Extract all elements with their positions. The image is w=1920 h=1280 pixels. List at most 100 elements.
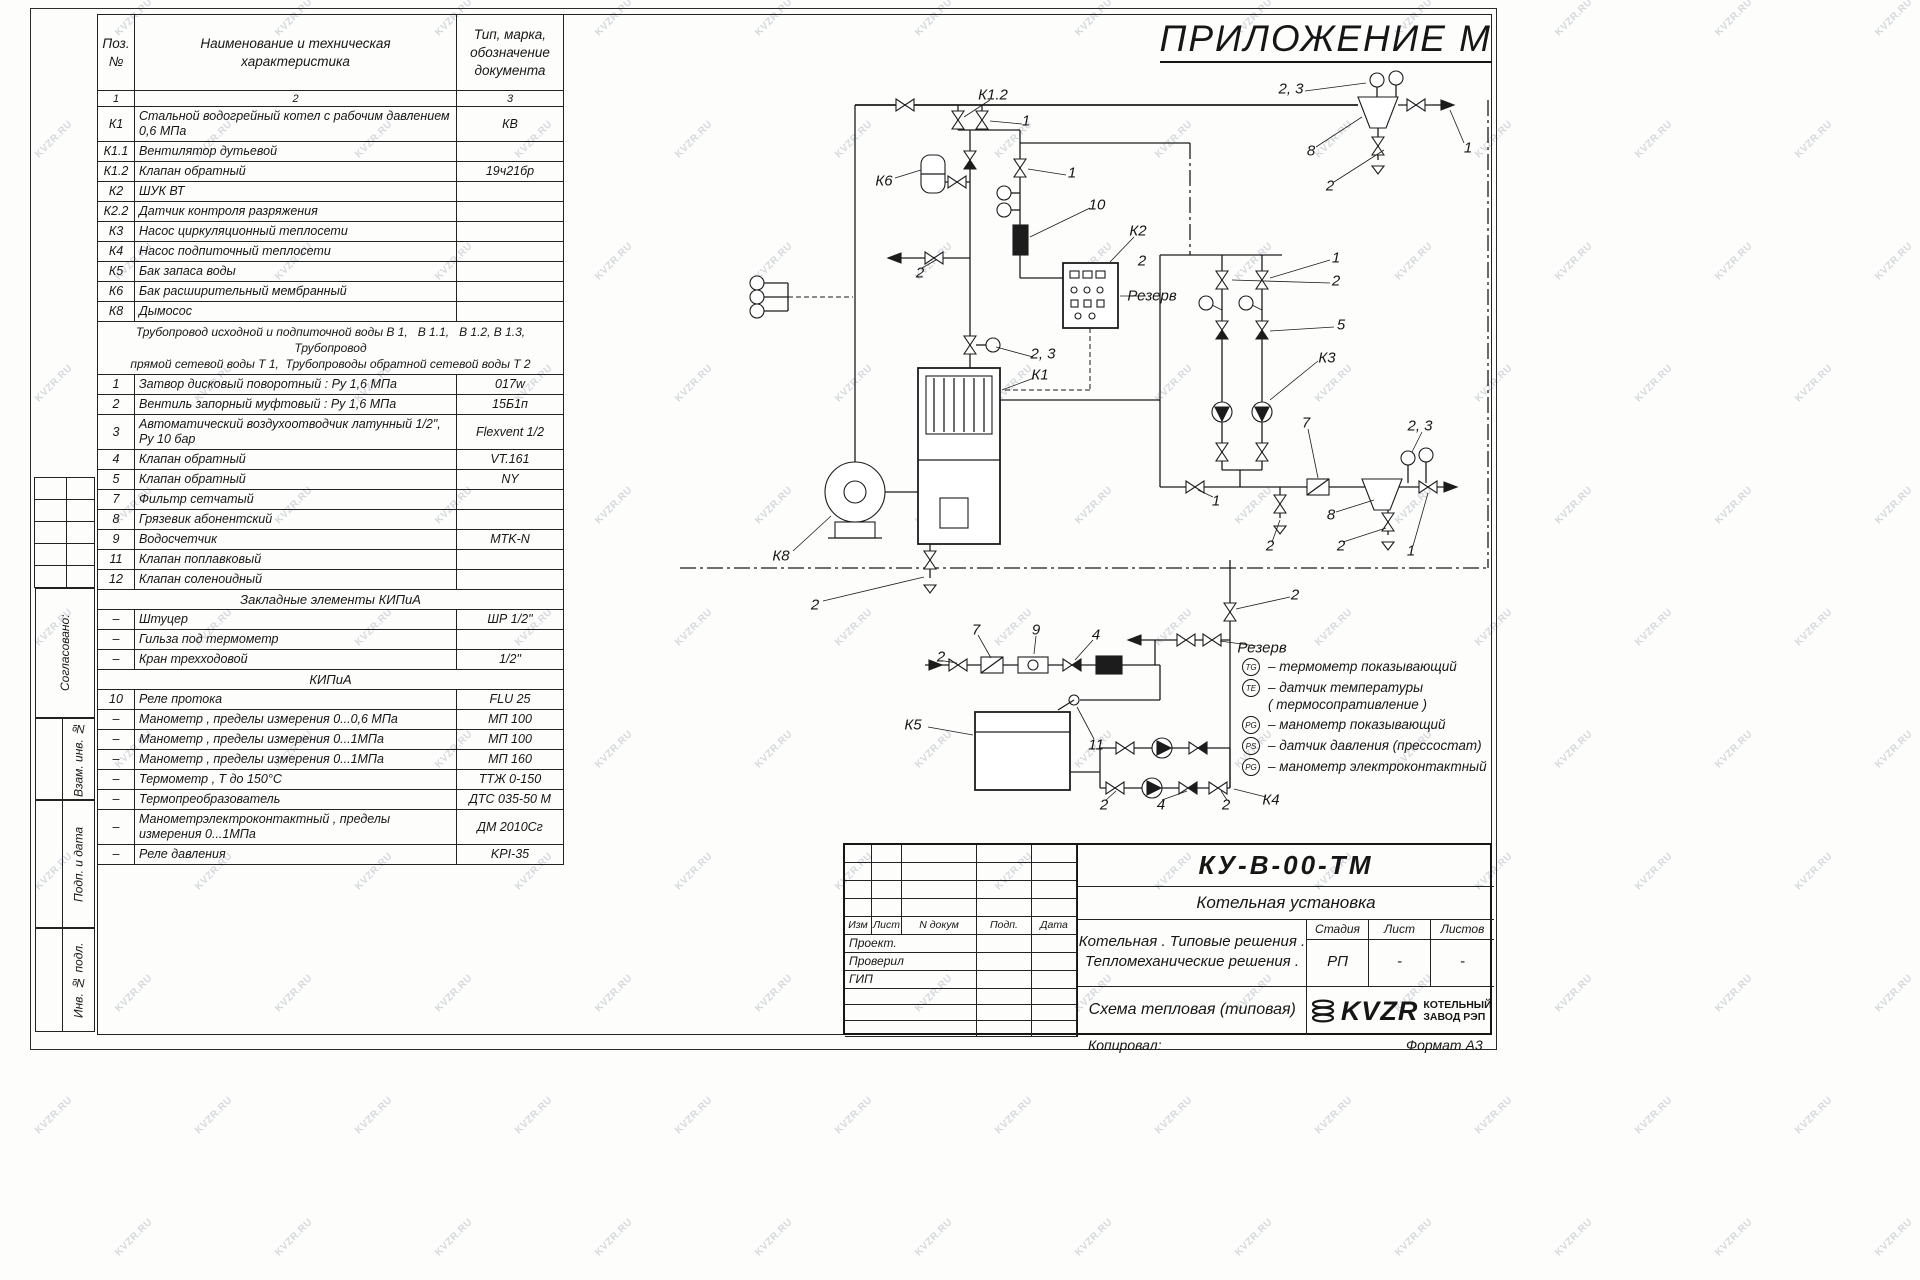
pipes-note-row: Трубопровод исходной и подпиточной воды … bbox=[97, 321, 564, 375]
water-meter-9 bbox=[1017, 656, 1049, 674]
legend-item: TE – датчик температуры ( термосопративл… bbox=[1242, 679, 1498, 713]
legend-text: – датчик температуры bbox=[1268, 680, 1424, 695]
sheet-border bbox=[30, 8, 1497, 1050]
diagram-label: 8 bbox=[1326, 506, 1336, 524]
legend-item: TG – термометр показывающий bbox=[1242, 658, 1498, 676]
diagram-label: 10 bbox=[1088, 196, 1106, 214]
table-row: – Термометр , Т до 150°С ТТЖ 0-150 bbox=[97, 769, 564, 790]
table-row: – Реле давления KPI-35 bbox=[97, 844, 564, 865]
spec-rows-kipia: 10 Реле протока FLU 25 – Манометр , пред… bbox=[97, 689, 564, 865]
diagram-label: 7 bbox=[971, 621, 981, 639]
role-rows: Проект. Проверил ГИП bbox=[845, 935, 1077, 989]
diagram-label: 2 bbox=[915, 264, 925, 282]
diagram-label: 4 bbox=[1156, 796, 1166, 814]
table-row: К5 Бак запаса воды bbox=[97, 261, 564, 282]
spec-rows-embedded: – Штуцер ШР 1/2" – Гильза под термометр … bbox=[97, 609, 564, 670]
table-row: К8 Дымосос bbox=[97, 301, 564, 322]
footer-copied: Копировал: bbox=[1088, 1037, 1162, 1053]
spec-table: Поз. № Наименование и техническая характ… bbox=[97, 14, 564, 865]
diagram-label: 1 bbox=[1406, 542, 1416, 560]
table-row: – Кран трехходовой 1/2" bbox=[97, 649, 564, 670]
pipes-note: Трубопровод исходной и подпиточной воды … bbox=[97, 321, 564, 375]
diagram-label: К8 bbox=[772, 547, 790, 565]
appendix-heading-wrap: ПРИЛОЖЕНИЕ М bbox=[1100, 18, 1492, 63]
role-label: Проверил bbox=[845, 953, 977, 971]
instrument-circle-icon: PG bbox=[1242, 758, 1260, 776]
revision-column-label: Подп. bbox=[977, 917, 1032, 935]
legend-item: PG – манометр показывающий bbox=[1242, 716, 1498, 734]
revision-column-label: Дата bbox=[1032, 917, 1077, 935]
diagram-label: 1 bbox=[1331, 249, 1341, 267]
stamp-podp-data: Подп. и дата bbox=[35, 800, 95, 928]
appendix-title: ПРИЛОЖЕНИЕ М bbox=[1159, 18, 1492, 63]
sheets-label: Листов bbox=[1431, 920, 1494, 940]
object-name: Котельная установка bbox=[1078, 887, 1494, 920]
spec-rows-fittings: 1 Затвор дисковый поворотный : Ру 1,6 МП… bbox=[97, 374, 564, 590]
sheet-label: Лист bbox=[1369, 920, 1431, 940]
boiler-k1 bbox=[917, 367, 1001, 545]
instrument-circle-icon: PS bbox=[1242, 737, 1260, 755]
flue-fan-k8 bbox=[824, 461, 918, 539]
leader-lines bbox=[792, 82, 1465, 801]
table-row: 1 Затвор дисковый поворотный : Ру 1,6 МП… bbox=[97, 374, 564, 395]
project-description: Котельная . Типовые решения . Тепломехан… bbox=[1078, 920, 1307, 986]
spec-header-type: Тип, марка, обозначение документа bbox=[456, 14, 564, 91]
diagram-label: 9 bbox=[1031, 621, 1041, 639]
diagram-label: К1.2 bbox=[978, 86, 1008, 104]
diagram-label: 2 bbox=[1221, 796, 1231, 814]
table-row: – Манометр , пределы измерения 0...0,6 М… bbox=[97, 709, 564, 730]
diagram-label: К2 bbox=[1129, 222, 1147, 240]
document-code: КУ-В-00-ТМ bbox=[1078, 845, 1494, 887]
legend-text-line2: ( термосопративление ) bbox=[1268, 697, 1427, 712]
table-row: 9 Водосчетчик MTK-N bbox=[97, 529, 564, 550]
table-row: 7 Фильтр сетчатый bbox=[97, 489, 564, 510]
diagram-label: К3 bbox=[1318, 349, 1336, 367]
diagram-label: 1 bbox=[1067, 164, 1077, 182]
table-row: К1.1 Вентилятор дутьевой bbox=[97, 141, 564, 162]
role-row: ГИП bbox=[845, 971, 1077, 989]
instrument-circle-icon: TG bbox=[1242, 658, 1260, 676]
diagram-label: 2 bbox=[1099, 796, 1109, 814]
table-row: К6 Бак расширительный мембранный bbox=[97, 281, 564, 302]
legend-text: – термометр показывающий bbox=[1268, 659, 1457, 674]
stage-value: РП bbox=[1307, 940, 1369, 986]
legend-text: – манометр показывающий bbox=[1268, 717, 1446, 732]
diagram-label: 2 bbox=[1331, 272, 1341, 290]
stage-grid: Стадия Лист Листов РП - - bbox=[1307, 920, 1494, 986]
stage-label: Стадия bbox=[1307, 920, 1369, 940]
instrument-circle-icon: TE bbox=[1242, 679, 1260, 697]
stamp-inv-podl: Инв. № подл. bbox=[35, 928, 95, 1032]
diagram-label: К1 bbox=[1031, 366, 1049, 384]
section-embedded-kipia: Закладные элементы КИПиА bbox=[97, 589, 564, 610]
diagram-label: 2 bbox=[1137, 252, 1147, 270]
revision-column-label: N докум bbox=[902, 917, 977, 935]
diagram-label: Резерв bbox=[1127, 287, 1177, 305]
diagram-label: К4 bbox=[1262, 791, 1280, 809]
spec-header-row: Поз. № Наименование и техническая характ… bbox=[97, 14, 564, 91]
diagram-label: К6 bbox=[875, 172, 893, 190]
instrument-circle-icon: PG bbox=[1242, 716, 1260, 734]
stamp-agreed: Согласовано: bbox=[35, 588, 95, 718]
storage-tank-k5 bbox=[974, 711, 1071, 791]
diagram-label: 1 bbox=[1211, 492, 1221, 510]
diagram-label: 1 bbox=[1463, 139, 1473, 157]
table-row: К1 Стальной водогрейный котел с рабочим … bbox=[97, 106, 564, 142]
diagram-label: 2, 3 bbox=[1030, 345, 1056, 363]
stamp-vzam-inv: Взам. инв. № bbox=[35, 718, 95, 800]
company-logo: KVZR КОТЕЛЬНЫЙ ЗАВОД РЭП bbox=[1307, 987, 1494, 1035]
table-row: – Манометр , пределы измерения 0...1МПа … bbox=[97, 749, 564, 770]
spec-rows-equipment: К1 Стальной водогрейный котел с рабочим … bbox=[97, 106, 564, 322]
instrument-legend: TG – термометр показывающий TE – датчик … bbox=[1242, 658, 1498, 779]
role-label: ГИП bbox=[845, 971, 977, 989]
sheets-value: - bbox=[1460, 953, 1465, 970]
table-row: К1.2 Клапан обратный 19ч21бр bbox=[97, 161, 564, 182]
title-block-main-area: КУ-В-00-ТМ Котельная установка Котельная… bbox=[1077, 845, 1494, 1037]
diagram-label: 2, 3 bbox=[1407, 417, 1433, 435]
section-row: Закладные элементы КИПиА bbox=[97, 589, 564, 610]
diagram-label: 4 bbox=[1091, 626, 1101, 644]
